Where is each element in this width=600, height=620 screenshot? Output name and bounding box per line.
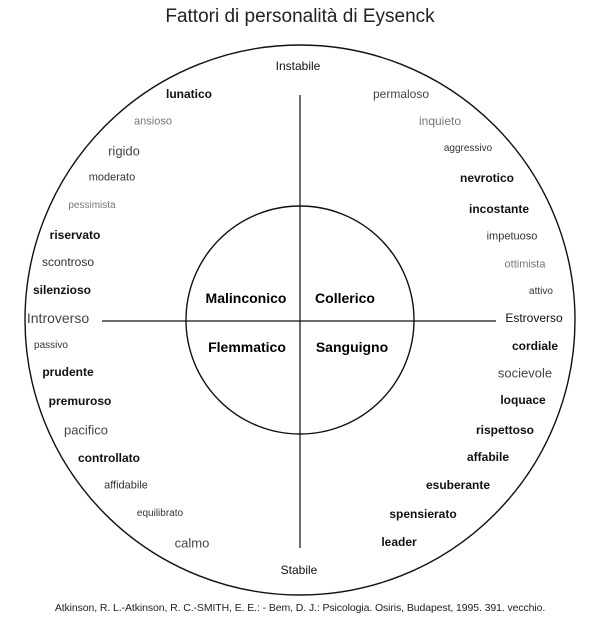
trait-label: passivo: [34, 340, 68, 351]
diagram-title: Fattori di personalità di Eysenck: [165, 6, 435, 27]
quadrant-bottom-right-label: Sanguigno: [315, 339, 389, 355]
quadrant-top-left-label: Malinconico: [205, 290, 287, 306]
trait-label: pacifico: [63, 422, 109, 438]
trait-label: affabile: [466, 450, 510, 464]
trait-label: silenzioso: [32, 283, 92, 297]
pole-top-label: Instabile: [275, 59, 321, 73]
trait-label: rispettoso: [475, 423, 535, 437]
trait-label: lunatico: [165, 87, 213, 101]
outer-circle: [24, 44, 576, 596]
pole-right-label: Estroverso: [505, 311, 563, 325]
trait-label: pessimista: [68, 200, 116, 211]
trait-label: controllato: [78, 451, 140, 465]
trait-label: equilibrato: [136, 508, 184, 519]
trait-label: leader: [381, 535, 417, 549]
trait-label: rigido: [108, 143, 140, 159]
trait-label: esuberante: [425, 478, 491, 492]
trait-label: nevrotico: [459, 171, 515, 185]
trait-label: impetuoso: [486, 230, 538, 243]
trait-label: spensierato: [389, 507, 457, 521]
trait-label: aggressivo: [443, 143, 493, 154]
quadrant-bottom-left-label: Flemmatico: [208, 339, 286, 355]
pole-bottom-label: Stabile: [280, 563, 318, 577]
trait-label: incostante: [468, 202, 530, 216]
trait-label: attivo: [529, 286, 553, 297]
trait-label: premuroso: [48, 394, 112, 408]
pole-left-label: Introverso: [26, 310, 90, 326]
source-citation: Atkinson, R. L.-Atkinson, R. C.-SMITH, E…: [54, 602, 546, 614]
trait-label: cordiale: [511, 339, 559, 353]
trait-label: loquace: [500, 393, 546, 407]
trait-label: scontroso: [41, 255, 95, 269]
trait-label: inquieto: [418, 114, 462, 128]
trait-label: calmo: [174, 535, 210, 551]
trait-label: ansioso: [134, 115, 172, 128]
trait-label: permaloso: [372, 87, 430, 101]
trait-label: ottimista: [504, 258, 546, 271]
trait-label: moderato: [88, 171, 136, 184]
quadrant-top-right-label: Collerico: [315, 290, 375, 306]
trait-label: socievole: [497, 365, 553, 381]
trait-label: prudente: [42, 365, 94, 379]
trait-label: riservato: [49, 228, 101, 242]
trait-label: affidabile: [104, 479, 148, 492]
